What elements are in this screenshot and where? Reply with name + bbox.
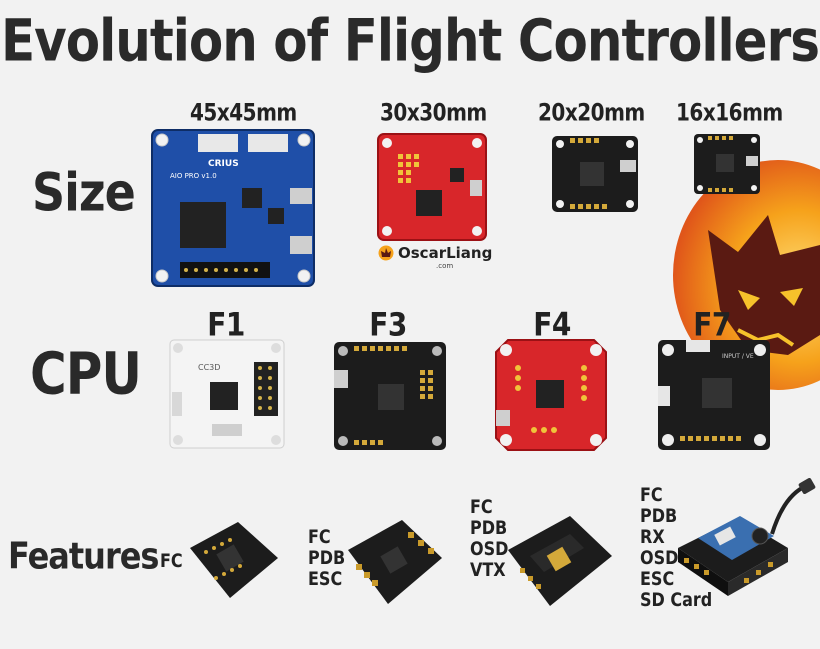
feature-item: OSD: [640, 546, 679, 569]
size-label-20: 20x20mm: [538, 97, 645, 127]
brand-sub: .com: [436, 262, 454, 270]
board-input-text: INPUT / VE: [722, 353, 754, 360]
row-label-features: Features: [8, 534, 159, 578]
feature-item: FC: [640, 483, 663, 506]
feature-item: FC: [308, 525, 331, 548]
board-30x30-red: [377, 133, 487, 241]
cpu-label-f7: F7: [693, 305, 731, 344]
feature-item: OSD: [470, 537, 509, 560]
board-f3-black: [334, 342, 446, 450]
board-features-fc-pdb-esc: [348, 520, 442, 604]
feature-item: FC: [160, 549, 183, 572]
feature-item: SD Card: [640, 588, 713, 611]
row-label-cpu: CPU: [30, 340, 142, 408]
feature-item: PDB: [308, 546, 346, 569]
feature-list-2: FC PDB ESC: [308, 525, 346, 590]
feature-item: FC: [470, 495, 493, 518]
feature-list-4: FC PDB RX OSD ESC SD Card: [640, 483, 713, 611]
brand-name: OscarLiang: [398, 244, 493, 262]
row-label-size: Size: [32, 160, 136, 224]
brand-logo: OscarLiang: [378, 244, 492, 262]
feature-item: PDB: [470, 516, 508, 539]
brand-dragon-icon: [378, 245, 394, 261]
board-16x16-black: [694, 134, 760, 194]
board-aio-text: AIO PRO v1.0: [170, 172, 217, 180]
board-f7-black: INPUT / VE: [658, 340, 770, 450]
board-45x45-crius: CRIUS AIO PRO v1.0: [151, 129, 315, 287]
board-crius-text: CRIUS: [208, 159, 239, 169]
board-features-fc: [190, 522, 278, 598]
board-features-fc-pdb-osd-vtx: [508, 516, 612, 606]
size-label-30: 30x30mm: [380, 97, 487, 127]
feature-list-1: FC: [160, 549, 183, 572]
board-features-aio-stack: [678, 478, 816, 596]
cpu-label-f4: F4: [533, 305, 571, 344]
feature-item: VTX: [470, 558, 506, 581]
board-f1-white: CC3D: [169, 339, 285, 449]
feature-item: PDB: [640, 504, 678, 527]
size-label-16: 16x16mm: [676, 97, 783, 127]
feature-item: ESC: [308, 567, 343, 590]
feature-list-3: FC PDB OSD VTX: [470, 495, 509, 581]
page-title: Evolution of Flight Controllers: [0, 7, 820, 75]
cpu-label-f1: F1: [207, 305, 245, 344]
board-20x20-black: [552, 136, 638, 212]
size-label-45: 45x45mm: [190, 97, 297, 127]
feature-item: ESC: [640, 567, 675, 590]
board-f4-red: [495, 339, 607, 451]
board-cc3d-text: CC3D: [198, 363, 220, 372]
cpu-label-f3: F3: [369, 305, 407, 344]
feature-item: RX: [640, 525, 665, 548]
dragon-mascot-icon: [673, 160, 820, 390]
